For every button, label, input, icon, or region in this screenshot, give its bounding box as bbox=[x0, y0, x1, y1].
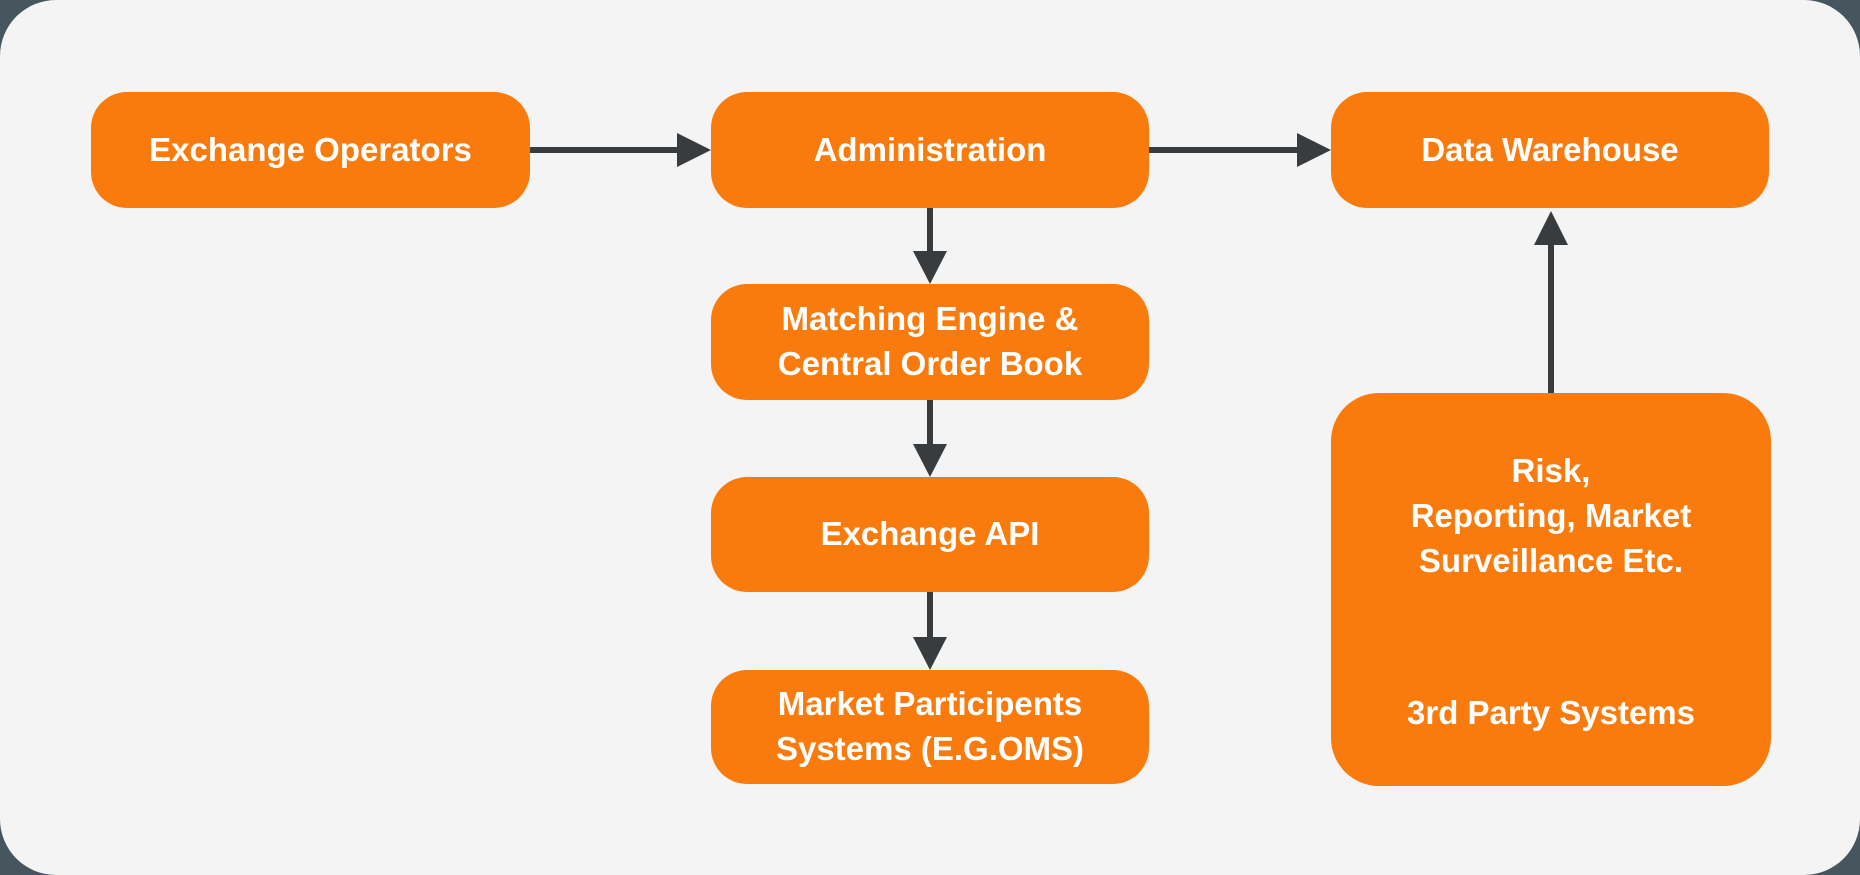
node-exchange-api-label: Exchange API bbox=[820, 515, 1040, 553]
node-data-warehouse: Data Warehouse bbox=[1331, 92, 1769, 208]
node-matching-engine-label: Matching Engine & Central Order Book bbox=[777, 300, 1083, 382]
node-third-party-systems: Risk, Reporting, Market Surveillance Etc… bbox=[1331, 393, 1771, 786]
node-data-warehouse-label: Data Warehouse bbox=[1421, 130, 1679, 168]
node-third-party-top-label: Risk, Reporting, Market Surveillance Etc… bbox=[1410, 452, 1692, 579]
node-matching-engine: Matching Engine & Central Order Book bbox=[711, 284, 1149, 400]
node-exchange-operators-label: Exchange Operators bbox=[149, 130, 472, 168]
node-market-participants: Market Participents Systems (E.G.OMS) bbox=[711, 670, 1149, 784]
node-exchange-operators: Exchange Operators bbox=[91, 92, 530, 208]
node-exchange-api: Exchange API bbox=[711, 477, 1149, 592]
node-market-participants-label: Market Participents Systems (E.G.OMS) bbox=[775, 685, 1085, 767]
node-administration-label: Administration bbox=[813, 130, 1047, 168]
node-administration: Administration bbox=[711, 92, 1149, 208]
node-third-party-bottom-label: 3rd Party Systems bbox=[1407, 694, 1695, 732]
